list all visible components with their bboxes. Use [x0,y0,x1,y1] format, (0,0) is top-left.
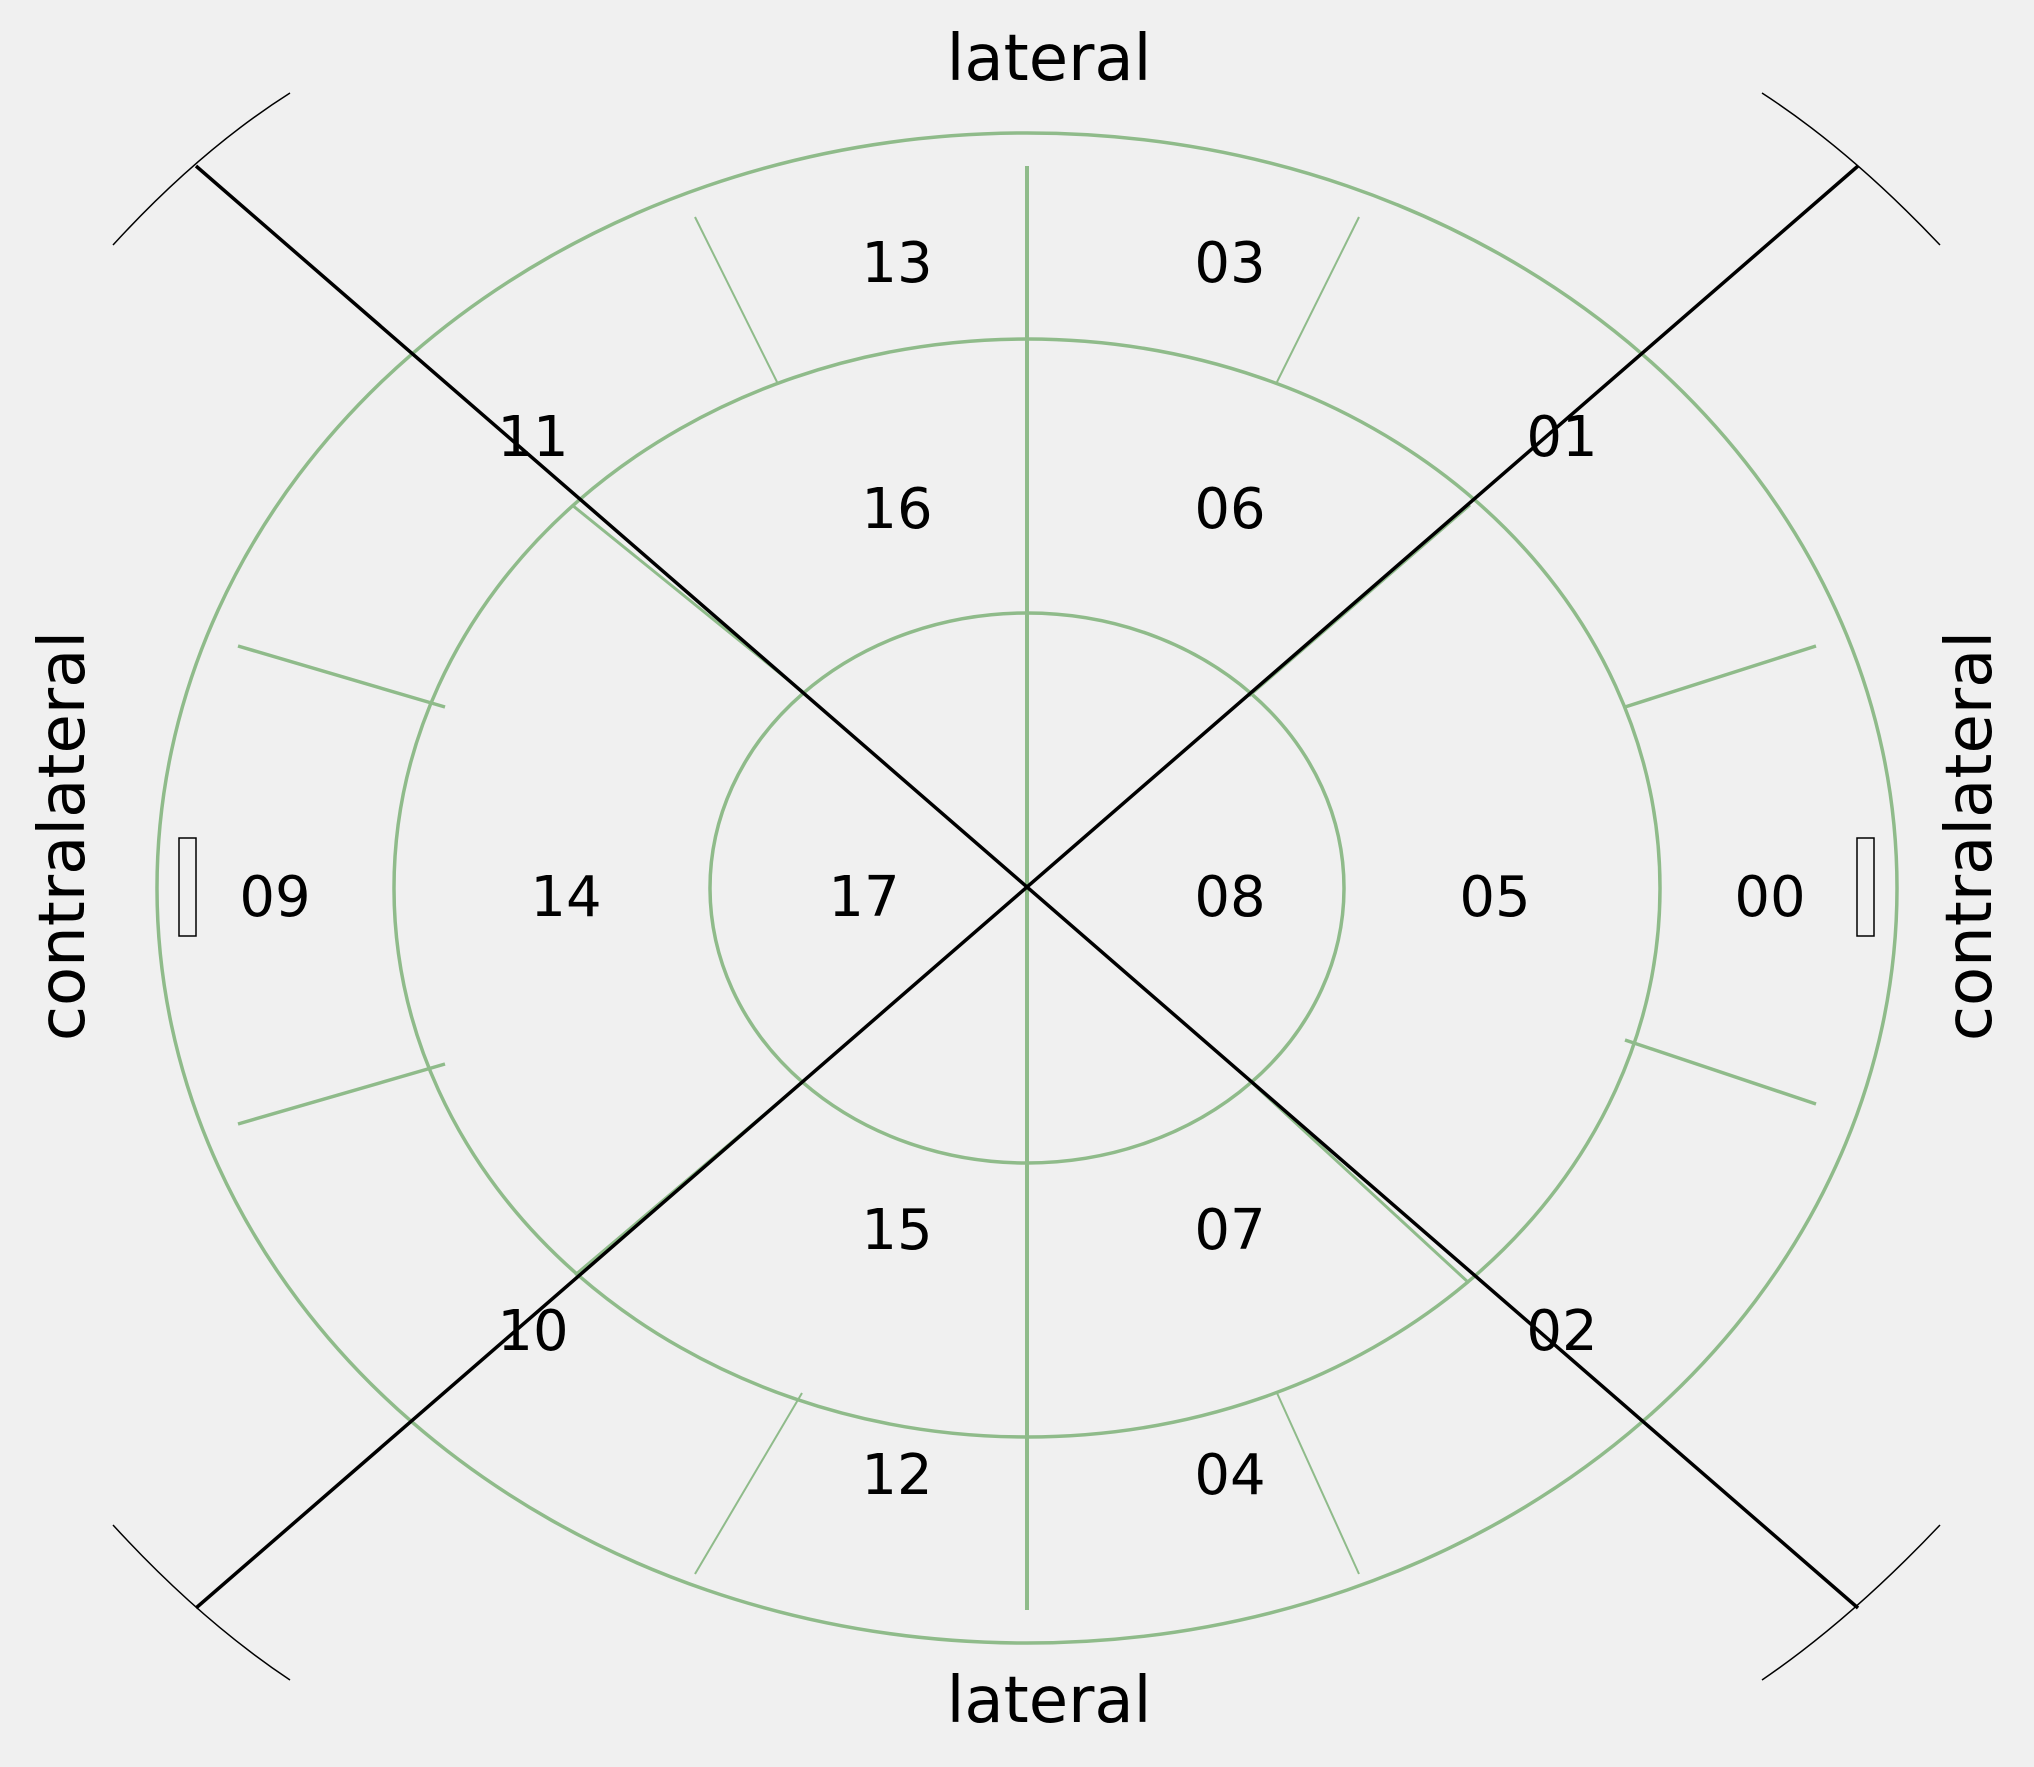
segment-16: 16 [861,477,932,542]
segment-14: 14 [530,865,601,930]
label-left: contralateral [26,631,100,1041]
label-right: contralateral [1933,631,2007,1041]
segment-17: 17 [828,865,899,930]
segment-08: 08 [1194,865,1265,930]
segment-13: 13 [861,231,932,296]
corner-arc-top-left [112,92,291,246]
divider-top-right [1276,216,1360,383]
divider-left-lower [237,1062,446,1126]
segment-03: 03 [1194,231,1265,296]
segment-10: 10 [497,1299,568,1364]
divider-bottom-left [694,1392,803,1575]
segment-06: 06 [1194,477,1265,542]
divider-diag-lower-right [1247,1078,1471,1285]
segment-labels: 13 03 11 01 16 06 09 14 17 08 05 00 15 0… [239,231,1805,1508]
divider-left-upper [237,644,446,709]
segment-12: 12 [861,1443,932,1508]
segment-02: 02 [1526,1299,1597,1364]
corner-arc-bottom-left [112,1524,291,1681]
label-bottom: lateral [947,1664,1152,1738]
segment-07: 07 [1194,1198,1265,1263]
left-box-marker [178,837,197,937]
segment-00: 00 [1734,865,1805,930]
segment-15: 15 [861,1198,932,1263]
divider-right-upper [1624,644,1817,709]
right-box-marker [1856,837,1875,937]
corner-arc-top-right [1761,92,1941,246]
segment-01: 01 [1526,405,1597,470]
segment-05: 05 [1459,865,1530,930]
corner-arc-bottom-right [1761,1524,1941,1681]
divider-bottom-right [1276,1392,1360,1575]
outer-ring [155,131,1899,1645]
segment-11: 11 [497,405,568,470]
label-top: lateral [947,22,1152,96]
corner-arcs [112,92,1941,1681]
cross-axes [194,164,1860,1610]
segment-04: 04 [1194,1443,1265,1508]
segment-09: 09 [239,865,310,930]
axis-diagonal-up [194,164,1860,1610]
divider-right-lower [1624,1038,1817,1106]
divider-top-left [694,216,778,383]
